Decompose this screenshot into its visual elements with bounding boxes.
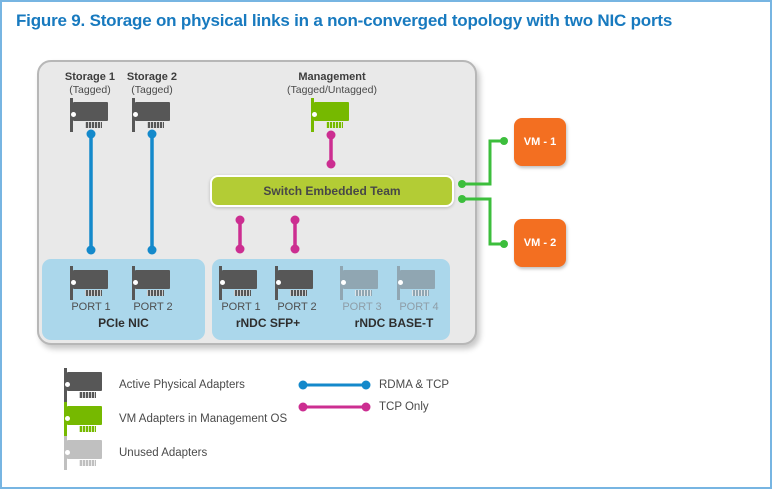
legend-tcp-only-label: TCP Only — [379, 401, 429, 413]
pcie-port2-label: PORT 2 — [133, 301, 173, 313]
rndc-sfp-port2-label: PORT 2 — [277, 301, 317, 313]
storage2-adapter-icon — [132, 98, 172, 132]
management-label: Management (Tagged/Untagged) — [272, 71, 392, 97]
adapter-vm-icon — [64, 402, 104, 436]
switch-embedded-team-bar: Switch Embedded Team — [210, 175, 454, 207]
rndc-sfp-label: rNDC SFP+ — [235, 316, 301, 330]
storage2-name: Storage 2 — [126, 71, 178, 83]
management-adapter-icon — [311, 98, 351, 132]
rndc-sfp-port1-adapter-icon — [219, 266, 259, 300]
storage1-tag: (Tagged) — [69, 84, 111, 97]
storage2-tag: (Tagged) — [131, 84, 173, 97]
pcie-nic-box: PORT 1 PORT 2 PCIe NIC — [42, 259, 205, 340]
vm1-box: VM - 1 — [514, 118, 566, 166]
rndc-baset-label: rNDC BASE-T — [354, 316, 434, 330]
pcie-port2-adapter-icon — [132, 266, 172, 300]
figure-title: Figure 9. Storage on physical links in a… — [16, 11, 673, 30]
rndc-baset-port3-label: PORT 3 — [342, 301, 382, 313]
storage1-name: Storage 1 — [64, 71, 116, 83]
rndc-box: PORT 1 PORT 2 PORT 3 PORT 4 rNDC SFP+ rN… — [212, 259, 450, 340]
rndc-baset-port4-adapter-icon — [397, 266, 437, 300]
legend-active-label: Active Physical Adapters — [119, 379, 245, 391]
pcie-nic-label: PCIe NIC — [98, 316, 149, 330]
adapter-active-icon — [64, 368, 104, 402]
legend-unused-label: Unused Adapters — [119, 447, 208, 459]
rndc-baset-port4-label: PORT 4 — [399, 301, 439, 313]
management-tag: (Tagged/Untagged) — [287, 84, 377, 97]
legend-rdma-tcp-label: RDMA & TCP — [379, 379, 450, 391]
legend-vm-label: VM Adapters in Management OS — [119, 413, 288, 425]
storage1-adapter-icon — [70, 98, 110, 132]
storage1-label: Storage 1 (Tagged) — [58, 71, 122, 97]
rdma-tcp-line-icon — [298, 380, 371, 390]
vm2-box: VM - 2 — [514, 219, 566, 267]
pcie-port1-adapter-icon — [70, 266, 110, 300]
tcp-only-line-icon — [298, 402, 371, 412]
adapter-unused-icon — [64, 436, 104, 470]
rndc-sfp-port1-label: PORT 1 — [221, 301, 261, 313]
management-name: Management — [298, 71, 366, 83]
rndc-sfp-port2-adapter-icon — [275, 266, 315, 300]
pcie-port1-label: PORT 1 — [71, 301, 111, 313]
storage2-label: Storage 2 (Tagged) — [120, 71, 184, 97]
rndc-baset-port3-adapter-icon — [340, 266, 380, 300]
